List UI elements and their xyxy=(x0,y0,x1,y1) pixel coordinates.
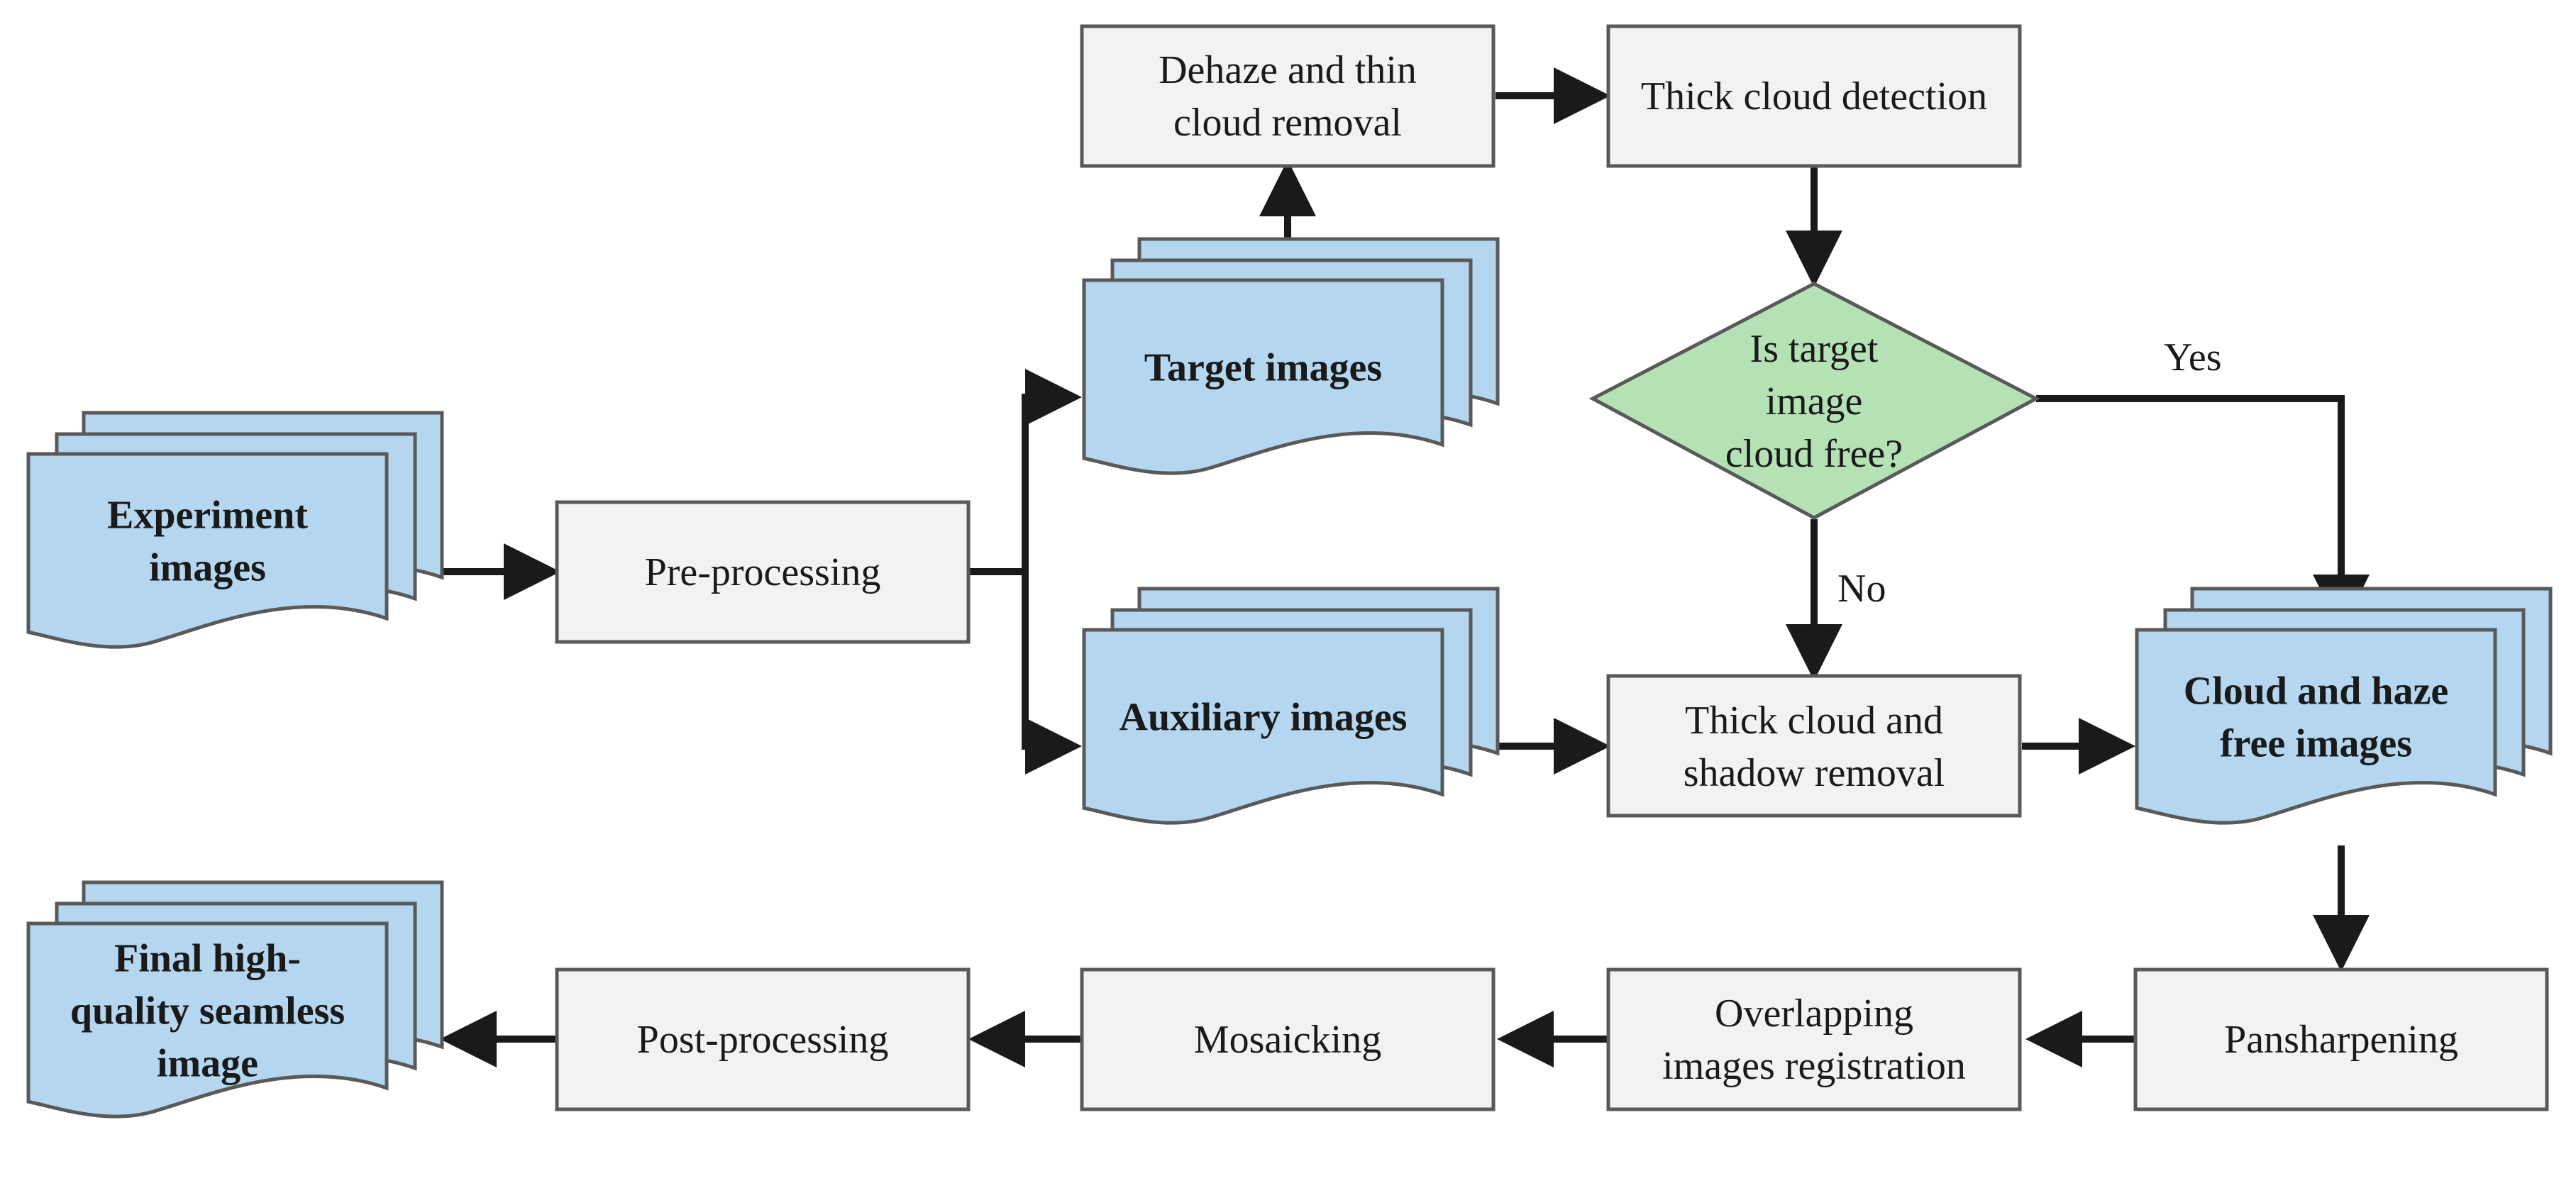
arrow-decision-yes-to-cloud-free xyxy=(2036,395,2370,631)
arrow-preprocessing-to-target xyxy=(968,369,1082,575)
node-text-experiment: Experiment images xyxy=(107,494,308,590)
document-sheet xyxy=(1082,628,1444,825)
node-text-thick-detection: Thick cloud detection xyxy=(1641,74,1987,118)
process-thick-cloud-shadow-removal: Thick cloud and shadow removal xyxy=(1606,674,2022,818)
arrow-preprocessing-to-auxiliary xyxy=(1022,572,1082,775)
node-text-registration: Overlapping images registration xyxy=(1662,992,1966,1088)
node-text-pansharpening: Pansharpening xyxy=(2224,1018,2458,1062)
process-pansharpening: Pansharpening xyxy=(2133,967,2549,1111)
node-text-preprocessing: Pre-processing xyxy=(645,550,881,594)
text-line: Thick cloud detection xyxy=(1641,74,1987,118)
edge-label-yes: Yes xyxy=(2164,335,2221,379)
text-line: cloud free? xyxy=(1725,432,1903,476)
node-text-shadow-removal: Thick cloud and shadow removal xyxy=(1684,699,1945,795)
process-mosaicking: Mosaicking xyxy=(1080,967,1496,1111)
document-cloud-haze-free-images: Cloud and haze free images xyxy=(2135,587,2553,825)
process-dehaze-thin-cloud-removal: Dehaze and thin cloud removal xyxy=(1080,24,1496,168)
text-line: Experiment xyxy=(107,494,308,538)
node-text-final: Final high-quality seamless image xyxy=(70,937,345,1086)
document-target-images: Target images xyxy=(1082,237,1500,475)
text-line: images registration xyxy=(1662,1044,1966,1088)
text-line: shadow removal xyxy=(1684,751,1945,795)
text-line: Pre-processing xyxy=(645,550,881,594)
node-text-postprocessing: Post-processing xyxy=(637,1018,889,1062)
text-line: Pansharpening xyxy=(2224,1018,2458,1062)
document-final-seamless-image: Final high-quality seamless image xyxy=(26,880,444,1119)
document-experiment-images: Experiment images xyxy=(26,411,444,649)
text-line: Dehaze and thin xyxy=(1159,48,1417,92)
node-text-auxiliary: Auxiliary images xyxy=(1120,696,1408,740)
text-line: free images xyxy=(2220,722,2412,766)
document-sheet xyxy=(1082,278,1444,475)
text-line: Target images xyxy=(1144,346,1382,390)
text-line: Post-processing xyxy=(637,1018,889,1062)
node-text-target: Target images xyxy=(1144,346,1382,390)
process-images-registration: Overlapping images registration xyxy=(1606,967,2022,1111)
text-line: Thick cloud and xyxy=(1685,699,1943,743)
node-text-mosaicking: Mosaicking xyxy=(1194,1018,1381,1062)
text-line: Is target xyxy=(1750,327,1879,371)
document-sheet xyxy=(26,452,389,649)
node-text-cloud-free: Cloud and haze free images xyxy=(2184,670,2448,766)
node-text-dehaze: Dehaze and thin cloud removal xyxy=(1159,48,1417,145)
text-line: quality seamless xyxy=(70,989,345,1033)
text-line: Final high- xyxy=(114,937,301,981)
node-text-decision: Is target image cloud free? xyxy=(1725,327,1903,476)
edge-label-no: No xyxy=(1837,567,1886,611)
text-line: images xyxy=(149,546,266,590)
decision-cloud-free: Is target image cloud free? xyxy=(1588,282,2040,520)
text-line: Overlapping xyxy=(1715,992,1913,1036)
process-preprocessing: Pre-processing xyxy=(555,500,971,644)
text-line: cloud removal xyxy=(1173,101,1402,145)
text-line: Mosaicking xyxy=(1194,1018,1381,1062)
document-sheet xyxy=(26,921,389,1119)
document-auxiliary-images: Auxiliary images xyxy=(1082,587,1500,825)
text-line: image xyxy=(157,1042,258,1086)
connectors xyxy=(440,67,2370,1067)
process-postprocessing: Post-processing xyxy=(555,967,971,1111)
text-line: image xyxy=(1766,379,1863,423)
text-line: Auxiliary images xyxy=(1120,696,1408,740)
process-thick-cloud-detection: Thick cloud detection xyxy=(1606,24,2022,168)
document-sheet xyxy=(2135,628,2497,825)
text-line: Cloud and haze xyxy=(2184,670,2448,714)
